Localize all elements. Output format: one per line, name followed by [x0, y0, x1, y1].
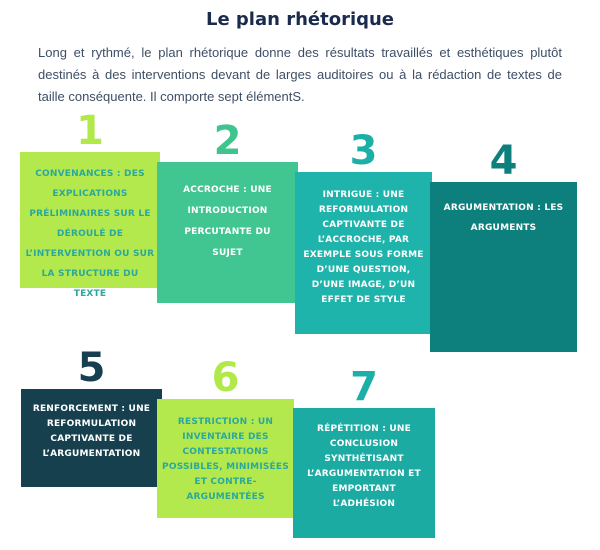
- step-6: 6 RESTRICTION : UN INVENTAIRE DES CONTES…: [157, 355, 294, 518]
- step-3-number: 3: [349, 128, 378, 174]
- step-4-box: ARGUMENTATION : LES ARGUMENTS: [430, 182, 577, 352]
- step-3: 3 INTRIGUE : UNE REFORMULATION CAPTIVANT…: [295, 128, 432, 334]
- step-2-box: ACCROCHE : UNE INTRODUCTION PERCUTANTE D…: [157, 162, 298, 303]
- step-6-box: RESTRICTION : UN INVENTAIRE DES CONTESTA…: [157, 399, 294, 518]
- step-6-label: RESTRICTION : UN INVENTAIRE DES CONTESTA…: [162, 417, 289, 502]
- step-1-number: 1: [76, 108, 104, 154]
- step-2-label: ACCROCHE : UNE INTRODUCTION PERCUTANTE D…: [183, 185, 272, 258]
- step-5-box: RENFORCEMENT : UNE REFORMULATION CAPTIVA…: [21, 389, 162, 487]
- step-4: 4 ARGUMENTATION : LES ARGUMENTS: [430, 138, 577, 352]
- step-4-number: 4: [489, 138, 518, 184]
- step-2-number: 2: [213, 118, 242, 164]
- step-5-label: RENFORCEMENT : UNE REFORMULATION CAPTIVA…: [32, 404, 151, 459]
- step-7-label: RÉPÉTITION : UNE CONCLUSION SYNTHÉTISANT…: [307, 424, 421, 509]
- step-5-number: 5: [77, 345, 106, 391]
- step-2: 2 ACCROCHE : UNE INTRODUCTION PERCUTANTE…: [157, 118, 298, 303]
- step-4-label: ARGUMENTATION : LES ARGUMENTS: [443, 203, 564, 233]
- step-7-box: RÉPÉTITION : UNE CONCLUSION SYNTHÉTISANT…: [293, 408, 435, 538]
- step-7-number: 7: [350, 364, 378, 410]
- step-6-number: 6: [211, 355, 240, 401]
- step-1: 1 CONVENANCES : DES EXPLICATIONS PRÉLIMI…: [20, 108, 160, 299]
- page-title: Le plan rhétorique: [205, 9, 395, 30]
- step-1-box: CONVENANCES : DES EXPLICATIONS PRÉLIMINA…: [20, 152, 160, 299]
- step-3-box: INTRIGUE : UNE REFORMULATION CAPTIVANTE …: [295, 172, 432, 334]
- intro-paragraph: Long et rythmé, le plan rhétorique donne…: [38, 45, 562, 104]
- step-7: 7 RÉPÉTITION : UNE CONCLUSION SYNTHÉTISA…: [293, 364, 435, 538]
- step-3-label: INTRIGUE : UNE REFORMULATION CAPTIVANTE …: [303, 190, 424, 305]
- step-5: 5 RENFORCEMENT : UNE REFORMULATION CAPTI…: [21, 345, 162, 487]
- step-1-label: CONVENANCES : DES EXPLICATIONS PRÉLIMINA…: [25, 169, 155, 299]
